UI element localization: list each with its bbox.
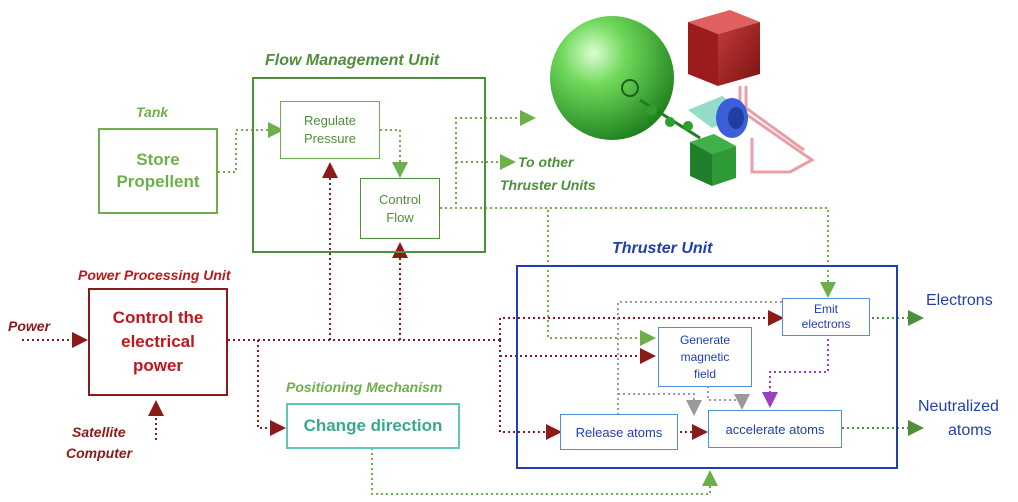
control-flow-line2: Flow bbox=[386, 209, 414, 225]
flow-management-unit-container bbox=[252, 77, 486, 253]
accelerate-atoms-text: accelerate atoms bbox=[725, 421, 825, 437]
emit-line1: Emit bbox=[814, 302, 838, 316]
to-other-label-line2: Thruster Units bbox=[500, 177, 596, 193]
regulate-line1: Regulate bbox=[303, 113, 357, 128]
electrons-output-label: Electrons bbox=[926, 292, 993, 309]
generate-line2: magnetic bbox=[680, 349, 730, 364]
generate-line3: field bbox=[693, 366, 716, 381]
flow-to-generate-line bbox=[440, 207, 656, 346]
control-power-line2: electrical bbox=[121, 332, 195, 351]
power-to-direction-line bbox=[257, 340, 286, 436]
power-input-label: Power bbox=[8, 318, 51, 334]
power-processing-unit-title: Power Processing Unit bbox=[78, 267, 231, 283]
thruster-unit-container bbox=[516, 265, 898, 469]
control-flow-box: Control Flow bbox=[360, 178, 440, 239]
power-to-emit-line bbox=[499, 310, 784, 340]
generate-to-accelerate-gray-line bbox=[707, 386, 750, 410]
thruster-red-block bbox=[688, 10, 760, 86]
blue-thruster-head bbox=[716, 98, 748, 138]
positioning-mechanism-title: Positioning Mechanism bbox=[286, 379, 443, 395]
change-direction-text: Change direction bbox=[303, 416, 443, 435]
control-flow-line1: Control bbox=[379, 191, 421, 207]
change-direction-box: Change direction bbox=[286, 403, 460, 449]
power-to-release-line bbox=[499, 340, 562, 440]
accelerate-atoms-box: accelerate atoms bbox=[708, 410, 842, 448]
generate-magnetic-field-box: Generate magnetic field bbox=[658, 327, 752, 387]
release-atoms-box: Release atoms bbox=[560, 414, 678, 450]
field-to-accelerate-gray-line bbox=[618, 393, 702, 416]
tank-to-regulate-line bbox=[218, 122, 284, 173]
thruster-unit-title: Thruster Unit bbox=[612, 240, 713, 257]
direction-to-accelerate-line bbox=[371, 448, 718, 495]
control-power-line1: Control the bbox=[112, 308, 204, 327]
control-electrical-power-box: Control the electrical power bbox=[88, 288, 228, 396]
satellite-label: Satellite bbox=[72, 424, 126, 440]
store-propellent-box: Store Propellent bbox=[98, 128, 218, 214]
tank-title: Tank bbox=[136, 104, 169, 120]
neutralized-label-line2: atoms bbox=[948, 422, 992, 439]
regulate-pressure-box: Regulate Pressure bbox=[280, 101, 380, 159]
generate-line1: Generate bbox=[679, 332, 731, 347]
emit-electrons-box: Emit electrons bbox=[782, 298, 870, 336]
regulate-line2: Pressure bbox=[303, 131, 357, 146]
pink-pipe-loop bbox=[738, 86, 815, 174]
control-power-line3: power bbox=[132, 356, 184, 375]
flow-management-unit-title: Flow Management Unit bbox=[265, 52, 440, 69]
store-line1: Store bbox=[136, 150, 180, 169]
propellant-tank-sphere bbox=[550, 16, 674, 140]
emit-to-accelerate-purple-line bbox=[762, 334, 829, 408]
neutralized-label-line1: Neutralized bbox=[918, 398, 999, 415]
store-line2: Propellent bbox=[116, 172, 200, 191]
release-atoms-text: Release atoms bbox=[575, 424, 663, 440]
to-other-label-line1: To other bbox=[518, 154, 574, 170]
emit-line2: electrons bbox=[801, 317, 851, 331]
regulate-to-control-line bbox=[380, 129, 408, 178]
computer-label: Computer bbox=[66, 445, 133, 461]
thruster-illustration bbox=[550, 10, 815, 186]
